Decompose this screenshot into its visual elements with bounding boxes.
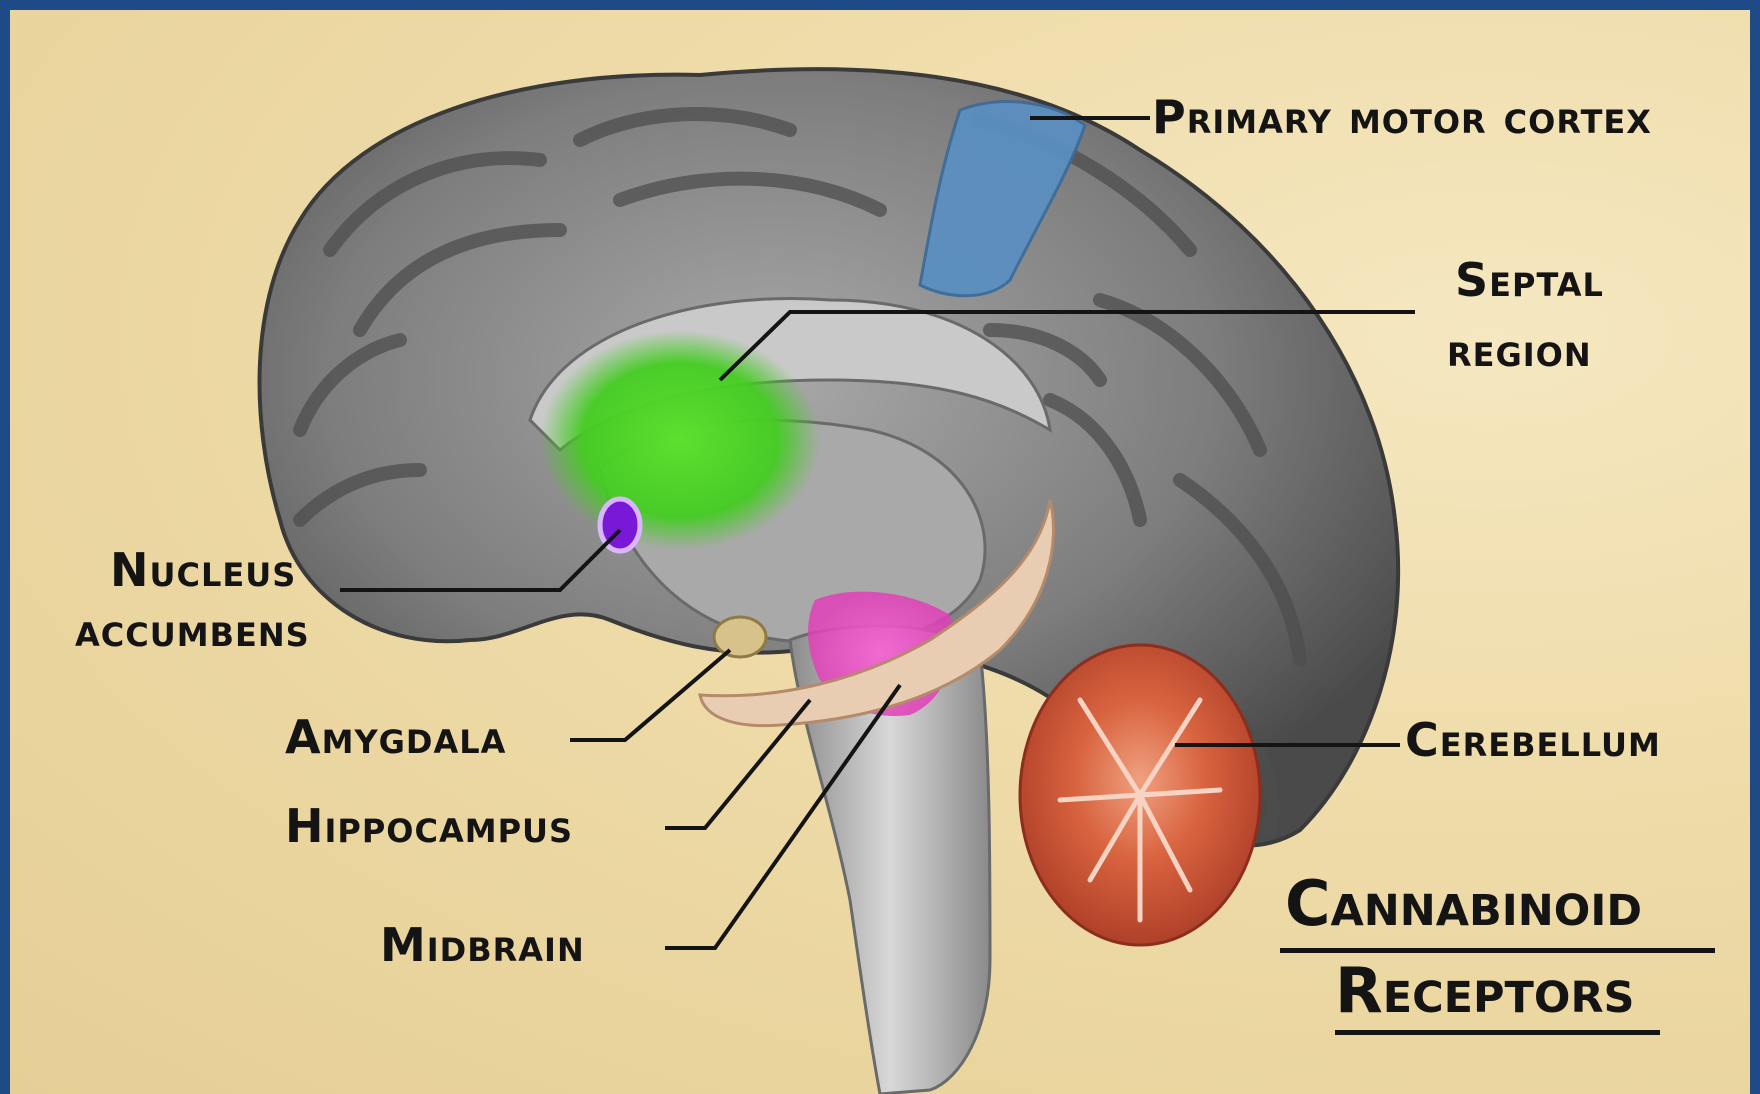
label-midbrain: Midbrain — [380, 920, 585, 971]
label-hippocampus: Hippocampus — [285, 801, 573, 852]
label-nucleus-accumbens-line2: accumbens — [75, 605, 310, 656]
label-septal-region-line1: Septal — [1455, 255, 1604, 306]
title-underline-1 — [1280, 948, 1715, 953]
septal-region-area — [540, 330, 820, 550]
label-amygdala: Amygdala — [285, 712, 506, 763]
title-underline-2 — [1335, 1030, 1660, 1035]
title-line2: Receptors — [1335, 960, 1635, 1022]
label-nucleus-accumbens-line1: Nucleus — [110, 545, 296, 596]
label-septal-region-line2: region — [1447, 325, 1592, 376]
label-cerebellum: Cerebellum — [1405, 715, 1661, 766]
title-line1: Cannabinoid — [1285, 873, 1642, 935]
label-primary-motor-cortex: Primary motor cortex — [1152, 92, 1652, 143]
amygdala-region — [714, 617, 766, 657]
